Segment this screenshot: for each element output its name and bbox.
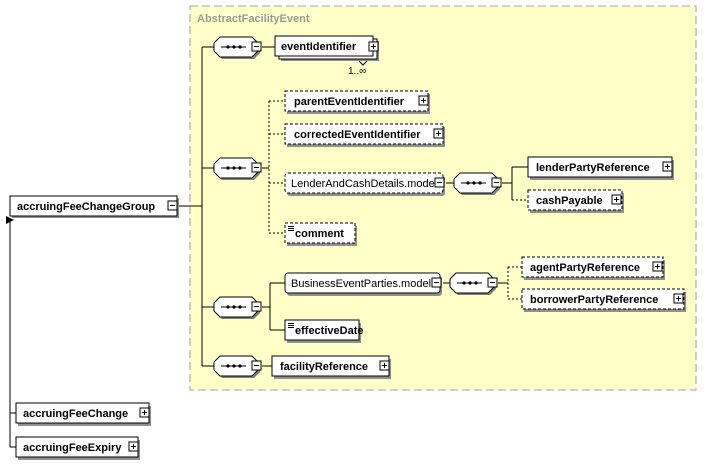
- element-lender-party-reference[interactable]: lenderPartyReference: [527, 156, 674, 180]
- accruing-fee-expiry-label: accruingFeeExpiry: [23, 442, 122, 454]
- element-corrected-event-identifier[interactable]: correctedEventIdentifier: [284, 123, 445, 147]
- element-comment[interactable]: comment: [284, 222, 357, 246]
- event-identifier-cardinality: 1..∞: [348, 66, 366, 77]
- business-event-parties-label: BusinessEventParties.model: [291, 278, 431, 290]
- lender-and-cash-details-label: LenderAndCashDetails.model: [291, 178, 437, 190]
- collapse-icon[interactable]: [487, 277, 498, 288]
- element-accruing-fee-change[interactable]: accruingFeeChange: [15, 402, 151, 426]
- agent-party-reference-label: agentPartyReference: [530, 262, 640, 274]
- corrected-event-identifier-label: correctedEventIdentifier: [294, 129, 421, 141]
- borrower-party-reference-label: borrowerPartyReference: [530, 294, 658, 306]
- expand-icon[interactable]: [611, 194, 622, 205]
- root-node-accruing-fee-change-group[interactable]: accruingFeeChangeGroup: [9, 195, 179, 218]
- simple-type-icon: [288, 323, 294, 328]
- element-event-identifier[interactable]: eventIdentifier 1..∞: [274, 35, 379, 77]
- effective-date-label: effectiveDate: [295, 325, 363, 337]
- sequence-compositor-4[interactable]: [213, 355, 262, 378]
- expand-icon[interactable]: [379, 360, 390, 371]
- sequence-compositor-3[interactable]: [213, 296, 262, 319]
- expand-icon[interactable]: [433, 128, 444, 139]
- parent-event-identifier-label: parentEventIdentifier: [294, 96, 405, 108]
- collapse-icon[interactable]: [251, 41, 262, 52]
- simple-type-icon: [288, 226, 294, 231]
- collapse-icon[interactable]: [251, 162, 262, 173]
- element-facility-reference[interactable]: facilityReference: [271, 355, 391, 379]
- accruing-fee-change-label: accruingFeeChange: [23, 408, 128, 420]
- expand-icon[interactable]: [139, 407, 150, 418]
- expand-icon[interactable]: [673, 293, 684, 304]
- element-parent-event-identifier[interactable]: parentEventIdentifier: [284, 90, 430, 114]
- expand-icon[interactable]: [652, 261, 663, 272]
- collapse-icon[interactable]: [251, 301, 262, 312]
- element-borrower-party-reference[interactable]: borrowerPartyReference: [521, 288, 686, 312]
- expand-icon[interactable]: [368, 41, 379, 52]
- sequence-compositor-lender[interactable]: [453, 172, 502, 195]
- element-agent-party-reference[interactable]: agentPartyReference: [521, 256, 665, 280]
- collapse-icon[interactable]: [251, 360, 262, 371]
- element-accruing-fee-expiry[interactable]: accruingFeeExpiry: [15, 436, 140, 460]
- collapse-icon[interactable]: [434, 177, 445, 188]
- collapse-icon[interactable]: [167, 200, 178, 211]
- group-business-event-parties[interactable]: BusinessEventParties.model: [284, 272, 442, 296]
- group-title: AbstractFacilityEvent: [197, 13, 310, 25]
- lender-party-reference-label: lenderPartyReference: [536, 162, 650, 174]
- expand-icon[interactable]: [662, 161, 673, 172]
- event-identifier-label: eventIdentifier: [281, 41, 357, 53]
- facility-reference-label: facilityReference: [280, 361, 368, 373]
- element-cash-payable[interactable]: cashPayable: [527, 189, 624, 213]
- collapse-icon[interactable]: [431, 277, 442, 288]
- connectors: [6, 46, 528, 448]
- sequence-compositor-2[interactable]: [213, 157, 262, 180]
- collapse-icon[interactable]: [491, 177, 502, 188]
- expand-icon[interactable]: [128, 441, 139, 452]
- element-effective-date[interactable]: effectiveDate: [284, 319, 363, 343]
- sequence-compositor-1[interactable]: [213, 36, 262, 59]
- cash-payable-label: cashPayable: [536, 195, 603, 207]
- root-label: accruingFeeChangeGroup: [17, 201, 155, 213]
- expand-icon[interactable]: [418, 95, 429, 106]
- comment-label: comment: [295, 228, 344, 240]
- group-lender-and-cash-details[interactable]: LenderAndCashDetails.model: [284, 172, 445, 196]
- sequence-compositor-parties[interactable]: [449, 272, 498, 295]
